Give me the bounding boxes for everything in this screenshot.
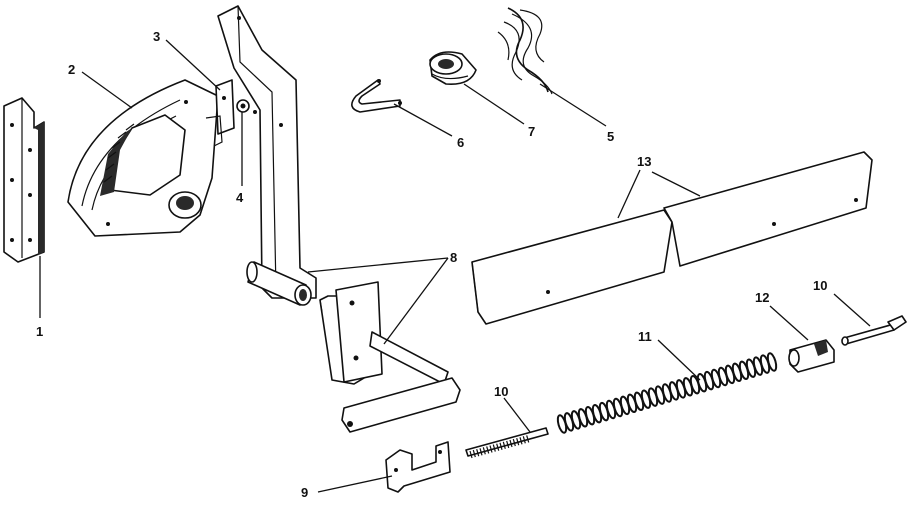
rod-thread [469,450,473,459]
callout-5: 5 [607,129,614,144]
part-10-bent-rod-upper [841,315,907,346]
leader-5 [539,83,607,127]
leader-10b [833,293,871,327]
rod-thread [519,437,523,445]
leader-6 [393,103,453,137]
lever-arm [217,5,317,299]
callout-13: 13 [637,154,651,169]
part-13-shield-panel-left [471,209,673,325]
leader-11 [657,339,701,381]
leader-2 [81,71,133,109]
part-7-pulley [429,51,477,86]
leader-7 [463,83,525,125]
rod-thread [522,436,526,444]
rod-thread [509,439,513,448]
callout-9: 9 [301,485,308,500]
callout-10-upper: 10 [813,278,827,293]
callout-11: 11 [638,329,652,344]
part-12-clevis-block [788,339,835,373]
part-1-mounting-bracket [3,97,45,263]
rod-thread [486,446,490,454]
rod-thread [499,442,503,450]
callout-6: 6 [457,135,464,150]
callout-12: 12 [755,290,769,305]
rod-thread [479,448,483,456]
rod-thread [472,449,476,458]
callout-4: 4 [236,190,244,205]
leader-lines [39,39,871,493]
part-10-threaded-rod-lower [465,427,549,459]
leader-10a [503,397,531,433]
spring-coil [766,352,778,372]
leader-9 [317,475,393,493]
callout-7: 7 [528,124,535,139]
leader-3 [165,39,221,91]
rod-thread [506,440,510,449]
part-3-small-plate [205,79,235,147]
callout-8: 8 [450,250,457,265]
leader-8b [383,257,449,345]
part-4-nut [236,99,250,113]
part-6-u-bolt [351,79,402,113]
part-11-coil-spring [556,352,778,434]
callout-3: 3 [153,29,160,44]
callout-10-lower: 10 [494,384,508,399]
rod-thread [502,441,506,449]
rod-thread [496,443,500,451]
leader-13b [651,171,701,197]
rod-thread [512,438,516,447]
rod-thread [476,449,480,457]
part-13-shield-panel-right [663,151,873,267]
rod-thread [516,438,520,446]
callout-2: 2 [68,62,75,77]
rod-thread [526,435,530,443]
part-9-bracket [385,441,451,493]
part-2-quadrant-sector [67,79,219,237]
rod-thread [489,445,493,453]
callouts: 1 2 3 4 5 6 7 8 9 10 10 11 12 13 [36,29,827,500]
leader-12 [769,305,809,341]
callout-1: 1 [36,324,43,339]
rod-thread [492,444,496,452]
part-5-cable-coil [497,7,553,95]
leader-13a [617,169,641,219]
rod-thread [482,447,486,455]
leader-8a [307,257,449,273]
part-8-crank-plate [319,281,461,433]
lever-shaft [246,261,312,306]
